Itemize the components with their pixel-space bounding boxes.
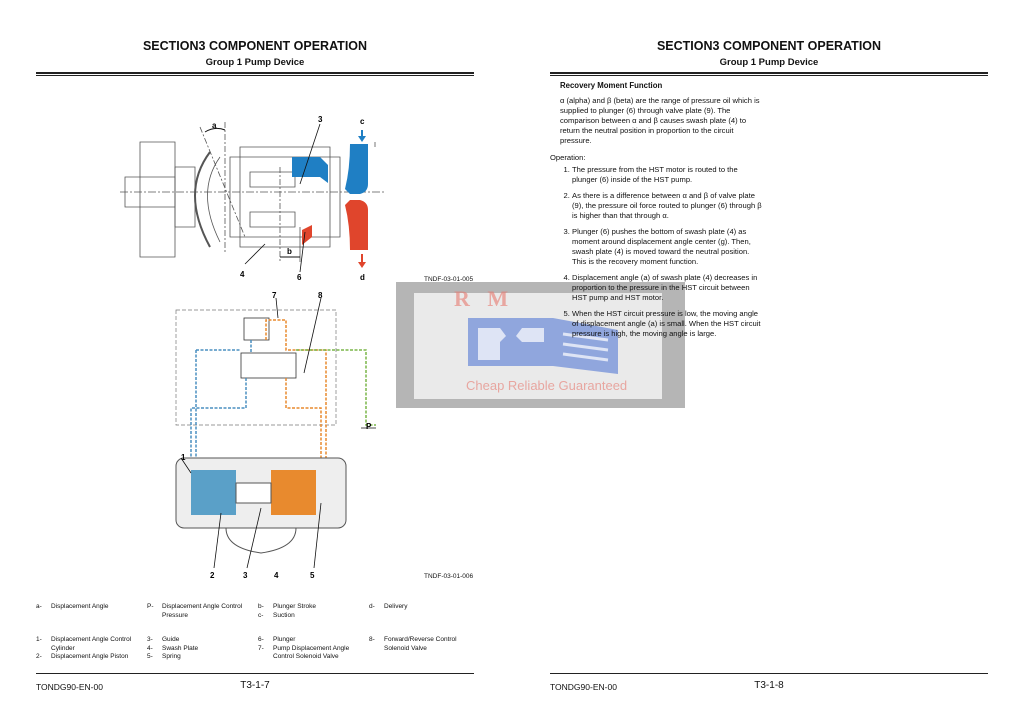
callout-d: d <box>360 273 365 282</box>
pump-cross-section-figure: a 3 c 4 6 b d <box>120 115 385 282</box>
step-item: Displacement angle (a) of swash plate (4… <box>572 273 765 303</box>
operation-label: Operation: <box>550 153 586 162</box>
legend: a- Displacement Angle P- Displacement Angl… <box>36 603 474 673</box>
wrench-book-icon <box>468 318 618 374</box>
figure-code: TNDF-03-01-006 <box>424 573 474 580</box>
footer-code: TONDG90-EN-00 <box>36 682 103 692</box>
step-item: When the HST circuit pressure is low, th… <box>572 309 765 339</box>
callout-5: 5 <box>310 571 315 580</box>
callout-1: 1 <box>181 453 186 462</box>
footer-code: TONDG90-EN-00 <box>550 682 617 692</box>
legend-key: 8- <box>369 636 375 643</box>
callout-3: 3 <box>318 115 323 124</box>
legend-text: Delivery <box>384 603 408 610</box>
legend-text: Forward/Reverse Control Solenoid Valve <box>384 636 457 652</box>
watermark-logo-text: R M <box>454 286 515 311</box>
legend-key: 7- <box>258 644 264 652</box>
legend-text: Suction <box>273 611 295 619</box>
operation-steps: The pressure from the HST motor is route… <box>550 165 765 339</box>
callout-4b: 4 <box>274 571 279 580</box>
legend-key: 4- <box>147 644 153 652</box>
group-title: Group 1 Pump Device <box>719 57 819 68</box>
figure-code: TNDF-03-01-005 <box>424 276 474 283</box>
legend-text: Displacement Angle Piston <box>51 653 129 660</box>
watermark: R M Cheap Reliable Guaranteed <box>396 282 685 408</box>
legend-text: Plunger Stroke <box>273 603 316 610</box>
right-page: SECTION3 COMPONENT OPERATION Group 1 Pum… <box>550 0 988 724</box>
legend-text: Displacement Angle Control Pressure <box>162 603 243 619</box>
legend-key: c- <box>258 611 264 619</box>
left-page: SECTION3 COMPONENT OPERATION Group 1 Pum… <box>36 0 474 724</box>
section-heading: Recovery Moment Function <box>560 81 663 90</box>
legend-text: Swash Plate <box>162 644 199 652</box>
section-title: SECTION3 COMPONENT OPERATION <box>656 39 882 53</box>
legend-key: 6- <box>258 636 264 643</box>
footer-rule <box>36 673 474 674</box>
callout-4: 4 <box>240 270 245 279</box>
legend-key: 3- <box>147 636 153 643</box>
callout-8: 8 <box>318 291 323 300</box>
legend-text: Displacement Angle <box>51 603 109 610</box>
legend-key: b- <box>258 603 264 610</box>
callout-3b: 3 <box>243 571 248 580</box>
legend-text: Displacement Angle Control Cylinder <box>51 636 132 652</box>
legend-text: Pump Displacement Angle Control Solenoid… <box>273 644 350 661</box>
header-rule <box>550 72 988 76</box>
callout-b: b <box>287 247 292 256</box>
callout-P: P <box>366 422 372 431</box>
legend-text: Guide <box>162 636 180 643</box>
step-item: The pressure from the HST motor is route… <box>572 165 765 185</box>
step-item: As there is a difference between α and β… <box>572 191 765 221</box>
page-number: T3-1-8 <box>754 680 784 691</box>
section-title: SECTION3 COMPONENT OPERATION <box>142 39 368 53</box>
page-number: T3-1-7 <box>240 680 270 691</box>
hydraulic-circuit-figure: 7 8 P 1 2 3 4 5 <box>175 291 376 580</box>
legend-key: 1- <box>36 636 42 643</box>
legend-text: Plunger <box>273 636 296 643</box>
group-title: Group 1 Pump Device <box>205 57 305 68</box>
legend-text: Spring <box>162 653 181 660</box>
legend-key: a- <box>36 603 42 610</box>
legend-key: 2- <box>36 653 42 660</box>
callout-7: 7 <box>272 291 277 300</box>
legend-key: 5- <box>147 653 153 660</box>
intro-paragraph: α (alpha) and β (beta) are the range of … <box>560 96 760 145</box>
callout-c: c <box>360 117 365 126</box>
watermark-tagline: Cheap Reliable Guaranteed <box>466 378 628 393</box>
callout-2: 2 <box>210 571 215 580</box>
header-rule <box>36 72 474 76</box>
callout-a: a <box>212 121 217 130</box>
legend-key: P- <box>147 603 154 610</box>
callout-6: 6 <box>297 273 302 282</box>
legend-key: d- <box>369 603 375 610</box>
footer-rule <box>550 673 988 674</box>
body-text: Recovery Moment Function α (alpha) and β… <box>550 81 765 345</box>
step-item: Plunger (6) pushes the bottom of swash p… <box>572 227 765 267</box>
